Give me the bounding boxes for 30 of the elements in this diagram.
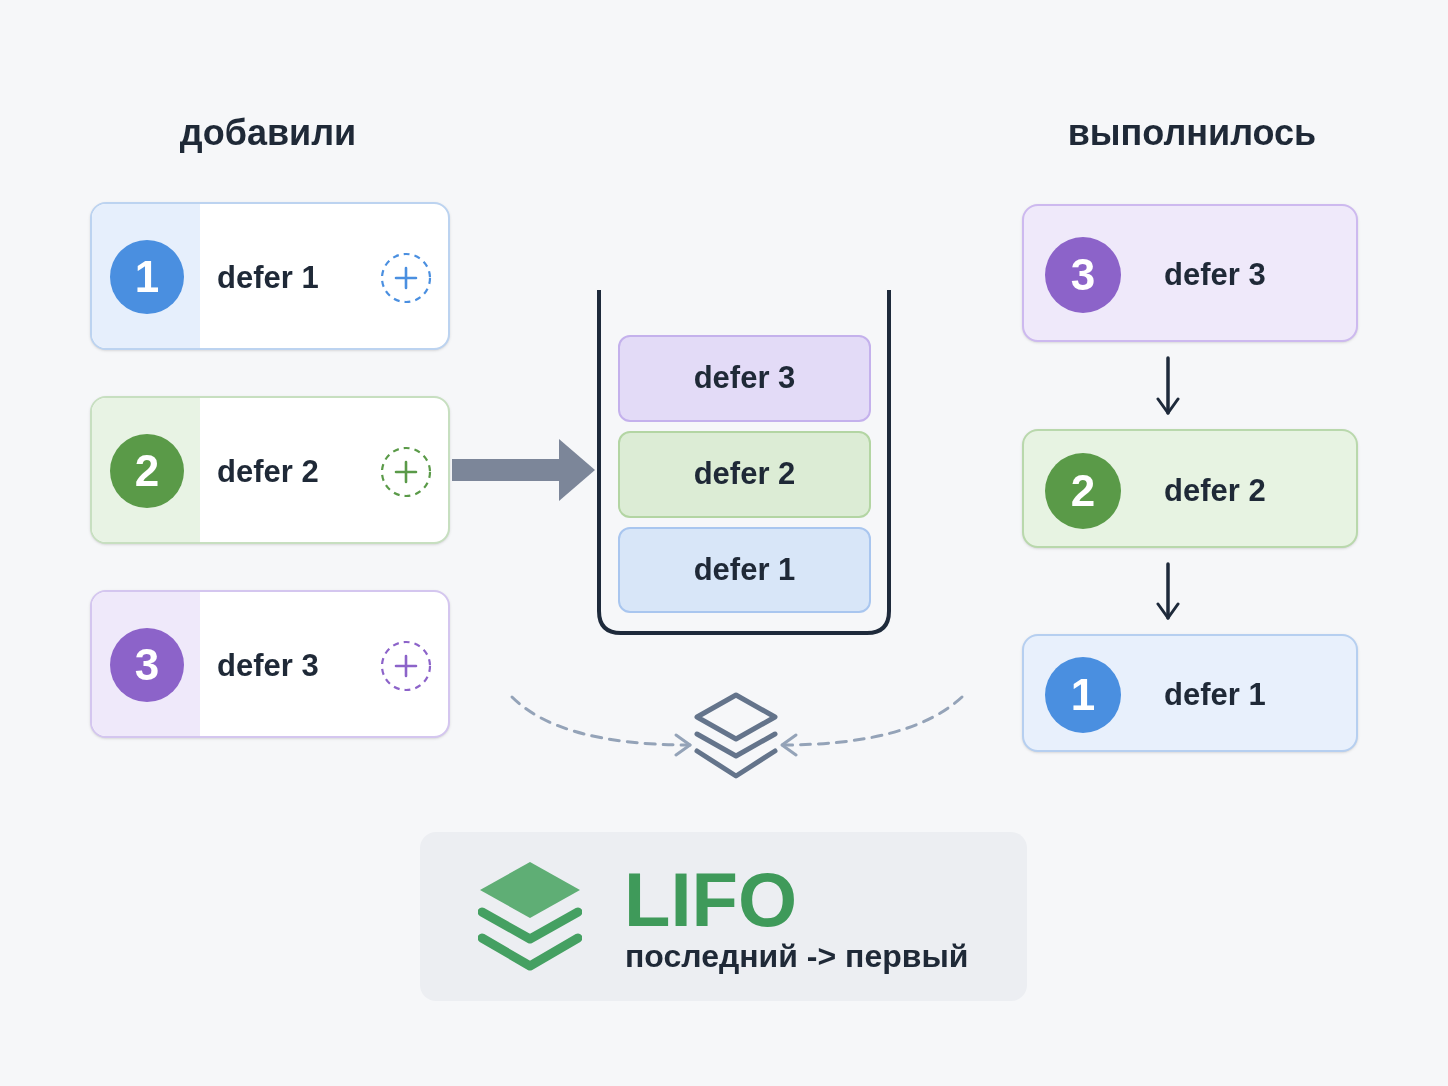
step-card (90, 202, 450, 350)
card-label: defer 2 (1164, 474, 1266, 506)
column-heading: добавили (179, 115, 357, 151)
lifo-panel (420, 832, 1027, 1001)
arrow (1156, 356, 1180, 415)
number-badge: 2 (1045, 452, 1121, 529)
panel-title: LIFO (624, 862, 798, 938)
panel-subtitle: последний -> первый (625, 940, 969, 972)
arrow (780, 695, 964, 757)
number-badge: 3 (1045, 237, 1121, 313)
stack-container (597, 290, 891, 635)
arrow (452, 439, 595, 501)
column-heading: выполнилось (1067, 115, 1317, 151)
stack-item: defer 1 (618, 527, 871, 613)
layers-icon (693, 692, 779, 780)
number-badge: 1 (1045, 657, 1121, 733)
arrow (1156, 562, 1180, 620)
stack-item: defer 3 (618, 335, 871, 422)
step-card (1022, 204, 1358, 342)
step-card (90, 590, 450, 738)
card-label: defer 1 (217, 262, 319, 293)
card-label: defer 1 (1164, 679, 1266, 710)
card-label: defer 3 (1164, 259, 1266, 290)
card-label: defer 3 (217, 650, 319, 681)
step-card (1022, 429, 1358, 548)
stack-item: defer 2 (618, 431, 871, 518)
card-label: defer 2 (217, 456, 319, 487)
step-card (90, 396, 450, 544)
step-card (1022, 634, 1358, 752)
arrow (510, 695, 692, 757)
